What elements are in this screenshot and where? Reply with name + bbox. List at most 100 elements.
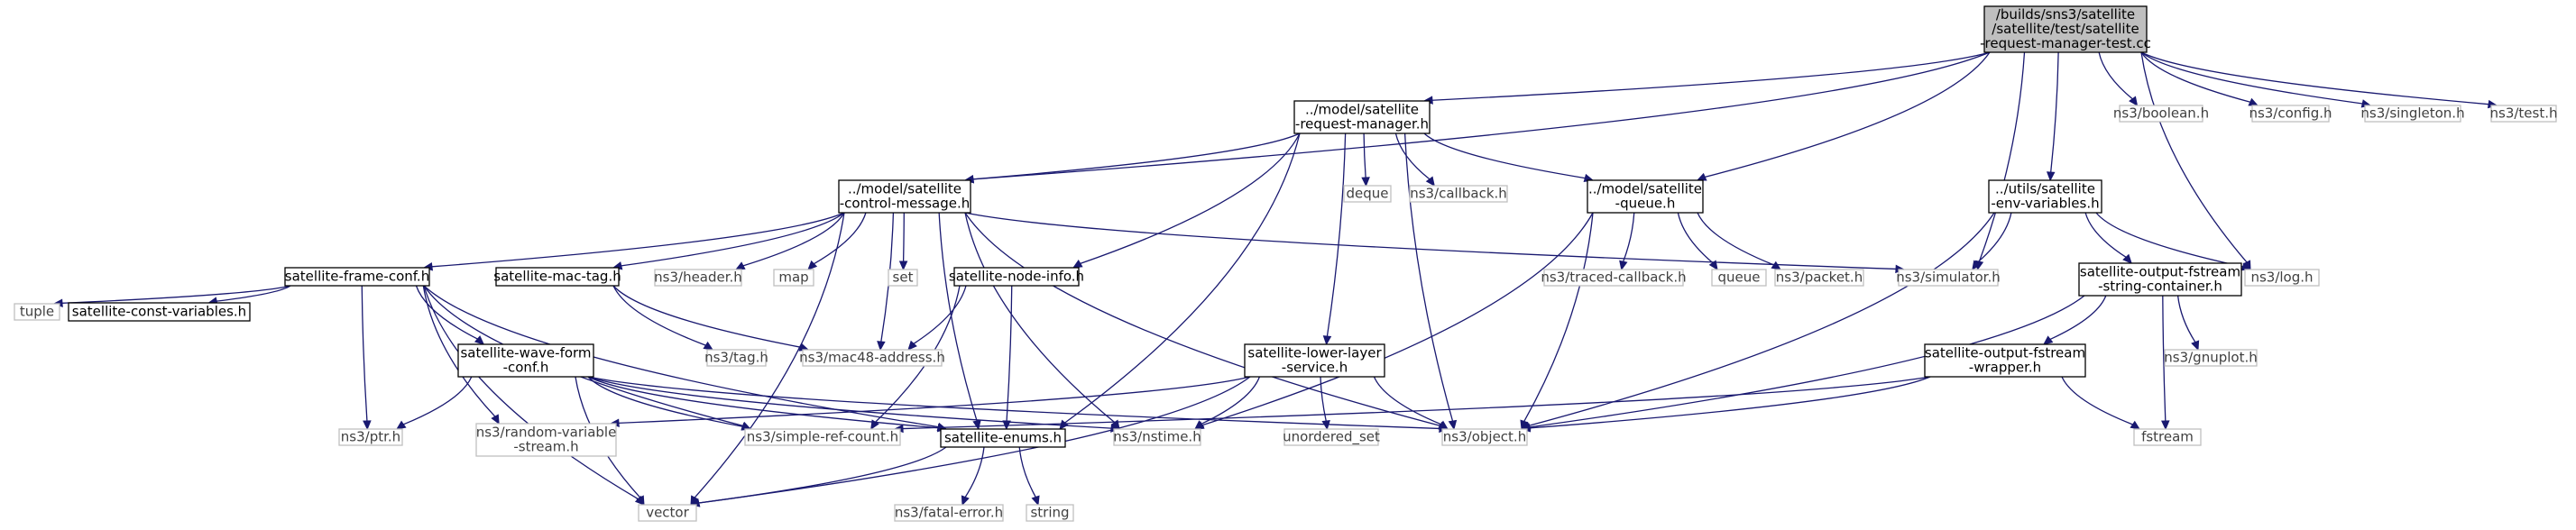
include-edge-reqmgr-to-object	[1403, 132, 1458, 431]
file-node-string[interactable]: string	[1026, 504, 1074, 522]
arrow-head-icon	[2191, 340, 2200, 352]
file-node-ctrlmsg[interactable]: ../model/satellite-control-message.h	[838, 179, 971, 214]
node-label-line: deque	[1346, 186, 1388, 202]
node-box	[1293, 100, 1431, 134]
node-box	[894, 504, 1004, 522]
edge-line	[1326, 132, 1347, 337]
file-node-root[interactable]: /builds/sns3/satellite/satellite/test/sa…	[1980, 5, 2151, 53]
arrow-head-icon	[1072, 260, 1083, 269]
node-box	[706, 349, 767, 367]
edge-line	[1201, 376, 1261, 425]
arrow-head-icon	[1194, 420, 1205, 430]
node-label-line: satellite-wave-form	[460, 345, 591, 361]
file-node-queuestl[interactable]: queue	[1711, 269, 1767, 287]
file-node-simpleref[interactable]: ns3/simple-ref-count.h	[744, 428, 901, 446]
file-node-log[interactable]: ns3/log.h	[2244, 269, 2320, 287]
edge-line	[972, 132, 1301, 180]
file-node-randvar[interactable]: ns3/random-variable-stream.h	[475, 423, 617, 457]
file-node-queue[interactable]: ../model/satellite-queue.h	[1587, 179, 1704, 214]
node-label-line: satellite-enums.h	[944, 430, 1062, 446]
edge-line	[1006, 285, 1013, 422]
node-label-line: ns3/mac48-address.h	[799, 350, 945, 366]
node-box	[2119, 105, 2203, 123]
file-node-ptr[interactable]: ns3/ptr.h	[338, 428, 403, 446]
include-edge-queue-to-packet	[1697, 212, 1782, 270]
edge-line	[1705, 51, 1991, 178]
node-box	[1343, 185, 1392, 203]
edge-line	[2084, 212, 2127, 258]
file-node-object[interactable]: ns3/object.h	[1441, 428, 1528, 446]
file-node-nstime[interactable]: ns3/nstime.h	[1113, 428, 1201, 446]
node-label-line: ns3/nstime.h	[1113, 429, 1201, 445]
file-node-unordset[interactable]: unordered_set	[1283, 428, 1380, 446]
arrow-head-icon	[703, 341, 714, 351]
file-node-outstrc[interactable]: satellite-output-fstream-string-containe…	[2078, 262, 2242, 297]
file-node-singleton[interactable]: ns3/singleton.h	[2360, 105, 2465, 123]
file-node-vector[interactable]: vector	[638, 504, 697, 522]
file-node-constvars[interactable]: satellite-const-variables.h	[68, 302, 251, 322]
file-node-callback[interactable]: ns3/callback.h	[1409, 185, 1508, 203]
edge-line	[403, 376, 473, 425]
file-node-gnuplot[interactable]: ns3/gnuplot.h	[2164, 349, 2258, 367]
file-node-tracedcb[interactable]: ns3/traced-callback.h	[1541, 269, 1687, 287]
edge-line	[1529, 376, 1931, 429]
arrow-head-icon	[898, 260, 908, 271]
include-edge-root-to-singleton	[2140, 51, 2372, 108]
file-node-boolean[interactable]: ns3/boolean.h	[2113, 105, 2209, 123]
file-node-tuple[interactable]: tuple	[14, 303, 60, 321]
include-edge-queue-to-object	[1520, 212, 1594, 431]
file-node-mactag[interactable]: satellite-mac-tag.h	[493, 267, 621, 287]
node-label-line: string	[1030, 505, 1069, 521]
node-box	[2164, 349, 2258, 367]
edge-line	[361, 285, 368, 422]
file-node-simulator[interactable]: ns3/simulator.h	[1896, 269, 2001, 287]
node-label-line: /builds/sns3/satellite	[1996, 6, 2135, 23]
node-label-line: ../model/satellite	[1588, 181, 1702, 197]
node-box	[1924, 343, 2086, 378]
edge-line	[621, 212, 845, 267]
node-label-line: -request-manager-test.cc	[1980, 35, 2151, 51]
edge-line	[1403, 132, 1454, 422]
file-node-outwrap[interactable]: satellite-output-fstream-wrapper.h	[1924, 343, 2086, 378]
edge-line	[61, 285, 291, 304]
arrow-head-icon	[2043, 335, 2054, 345]
file-node-header[interactable]: ns3/header.h	[654, 269, 742, 287]
node-box	[2251, 105, 2330, 123]
arrow-head-icon	[2161, 420, 2170, 431]
file-node-enums[interactable]: satellite-enums.h	[940, 428, 1066, 448]
include-edge-reqmgr-to-queue	[1423, 132, 1595, 183]
node-box	[1711, 269, 1767, 287]
file-node-fstream[interactable]: fstream	[2133, 428, 2202, 446]
node-box	[1113, 428, 1201, 446]
edge-line	[587, 376, 939, 429]
arrow-head-icon	[395, 420, 407, 430]
file-node-deque[interactable]: deque	[1343, 185, 1392, 203]
file-node-nodeinfo[interactable]: satellite-node-info.h	[949, 267, 1084, 287]
file-node-lowerlayer[interactable]: satellite-lower-layer-service.h	[1244, 343, 1385, 378]
node-label-line: satellite-mac-tag.h	[493, 269, 621, 285]
include-edge-reqmgr-to-lowerlayer	[1322, 132, 1347, 346]
arrow-head-icon	[1438, 420, 1449, 430]
file-node-fatalerr[interactable]: ns3/fatal-error.h	[894, 504, 1004, 522]
include-edge-framecnf-to-randvar	[422, 285, 500, 425]
file-node-envvars[interactable]: ../utils/satellite-env-variables.h	[1988, 179, 2102, 214]
node-label-line: ns3/random-variable	[476, 425, 617, 441]
file-node-framecnf[interactable]: satellite-frame-conf.h	[284, 267, 430, 287]
file-node-test[interactable]: ns3/test.h	[2490, 105, 2558, 123]
file-node-packet[interactable]: ns3/packet.h	[1774, 269, 1864, 287]
edge-line	[964, 212, 1897, 270]
file-node-waveform[interactable]: satellite-wave-form-conf.h	[457, 343, 594, 378]
include-edge-lowerlayer-to-unordset	[1320, 376, 1330, 431]
file-node-set[interactable]: set	[888, 269, 918, 287]
node-label-line: ns3/simple-ref-count.h	[747, 429, 898, 445]
file-node-reqmgr[interactable]: ../model/satellite-request-manager.h	[1293, 100, 1431, 134]
include-edge-lowerlayer-to-nstime	[1194, 376, 1261, 430]
node-label-line: fstream	[2141, 429, 2194, 445]
file-node-map[interactable]: map	[773, 269, 814, 287]
file-node-mac48[interactable]: ns3/mac48-address.h	[799, 349, 945, 367]
edge-line	[2176, 295, 2196, 343]
file-node-tag[interactable]: ns3/tag.h	[704, 349, 768, 367]
file-node-config[interactable]: ns3/config.h	[2249, 105, 2332, 123]
edge-line	[216, 285, 291, 302]
edge-line	[938, 212, 978, 422]
